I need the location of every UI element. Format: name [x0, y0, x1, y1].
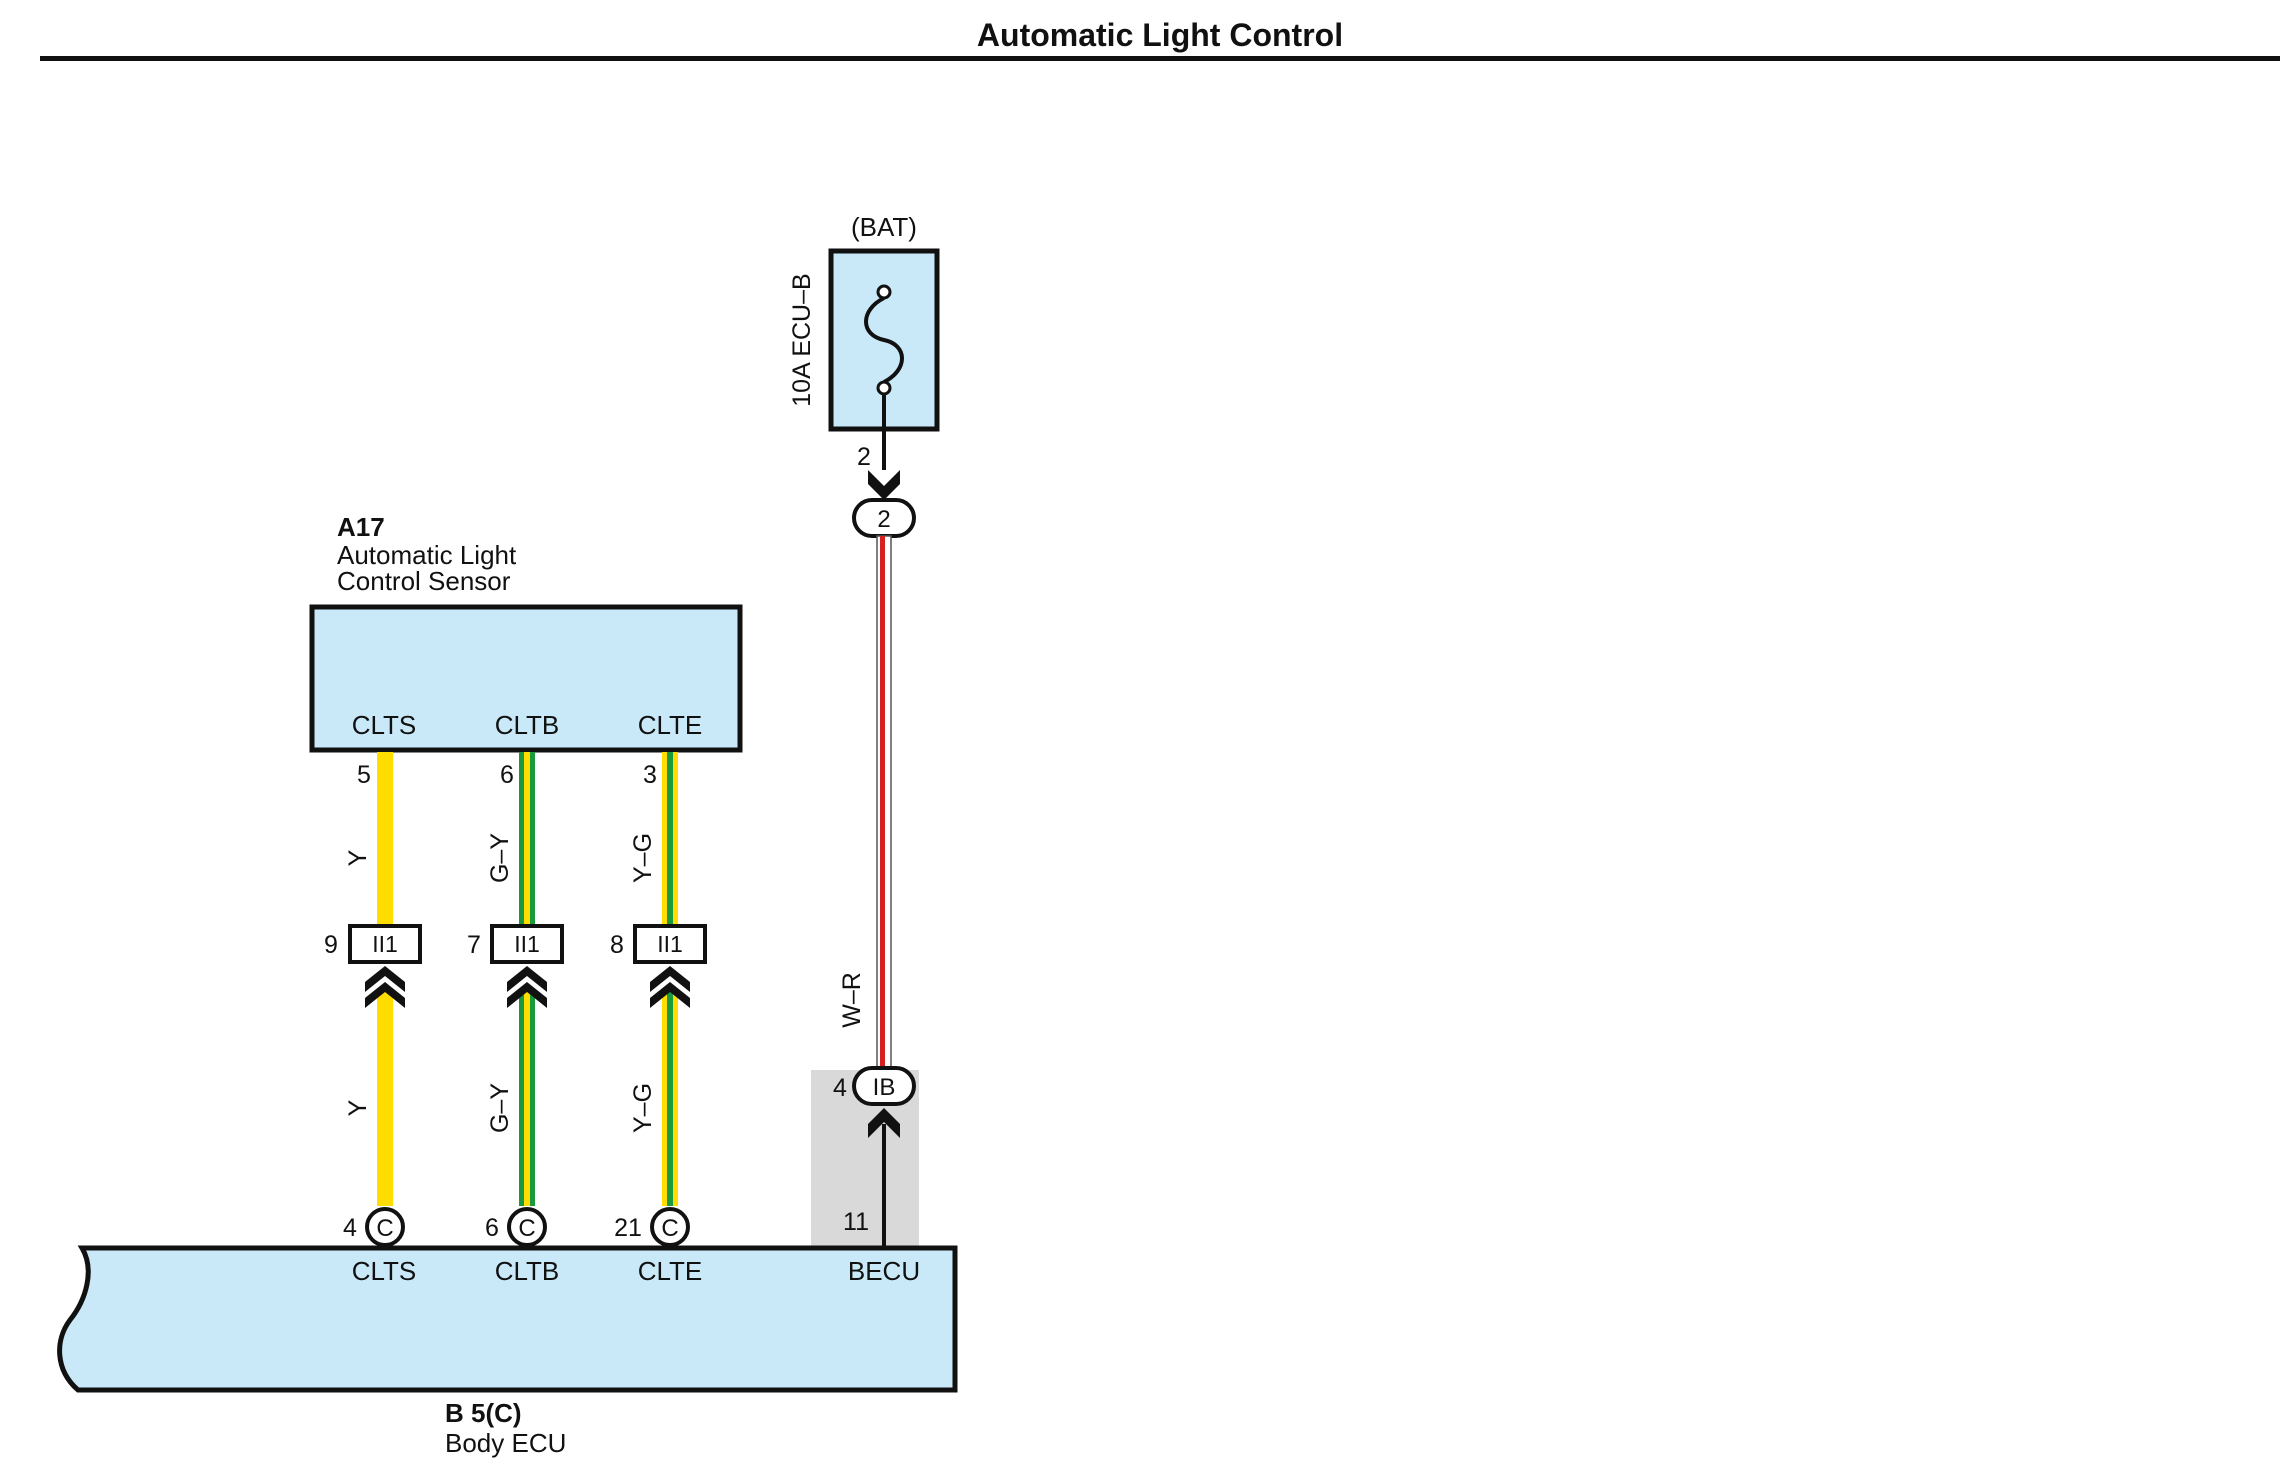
wire-clte-junction-label: II1	[657, 931, 683, 957]
ib-connector-pin: 4	[833, 1074, 847, 1102]
wire-clts-junction	[348, 924, 422, 964]
wire-clte-junction-pin: 8	[610, 931, 624, 959]
wire-clts-lower	[377, 990, 393, 1206]
wire-cltb-junction-pin: 7	[467, 931, 481, 959]
sensor-box	[309, 604, 743, 753]
wire-clte-chevron-icon	[650, 966, 690, 992]
ecu-conn-clte	[650, 1207, 690, 1247]
body-ecu-box	[57, 1245, 958, 1393]
wire-cltb-chevron2-icon	[507, 982, 547, 1008]
sensor-code: A17	[337, 512, 385, 542]
wire-cltb-junction-label: II1	[514, 931, 540, 957]
becu-pin: 11	[843, 1208, 869, 1236]
ecu-conn-cltb	[507, 1207, 547, 1247]
sensor-terminal-clts: CLTS	[352, 710, 417, 740]
ecu-conn-clts-pin: 4	[343, 1214, 357, 1242]
wire-clts-sensor-pin: 5	[357, 761, 371, 789]
connector-arrow-icon	[868, 470, 900, 500]
fuse-source-label: (BAT)	[851, 212, 917, 242]
fuse-element-icon	[864, 296, 904, 384]
wire-clts-color-upper: Y	[344, 849, 372, 866]
power-wire-tracer	[880, 536, 885, 1082]
ib-connector-label: IB	[873, 1074, 896, 1101]
wire-clte-color-lower: Y–G	[629, 1083, 657, 1133]
wire-clts-color-lower: Y	[344, 1099, 372, 1116]
wire-cltb-junction	[490, 924, 564, 964]
wire-cltb-color-lower: G–Y	[486, 1083, 514, 1133]
ib-arrow-icon	[868, 1108, 900, 1138]
ecu-conn-cltb-pin: 6	[485, 1214, 499, 1242]
wire-clts-junction-pin: 9	[324, 931, 338, 959]
wire-cltb-upper-tracer	[524, 752, 530, 926]
fuse-rating-label: 10A ECU–B	[788, 273, 816, 406]
ib-connector	[852, 1066, 916, 1106]
wire-clte-junction	[633, 924, 707, 964]
wire-cltb-lower-tracer	[524, 990, 530, 1206]
wire-cltb-color-upper: G–Y	[486, 833, 514, 883]
ecu-terminal-clte: CLTE	[638, 1256, 703, 1286]
sensor-terminal-cltb: CLTB	[495, 710, 560, 740]
sensor-terminal-clte: CLTE	[638, 710, 703, 740]
ecu-terminal-cltb: CLTB	[495, 1256, 560, 1286]
ecu-conn-clts	[365, 1207, 405, 1247]
ecu-code: B 5(C)	[445, 1398, 522, 1428]
wire-clte-upper-tracer	[667, 752, 673, 926]
wire-clts-chevron2-icon	[365, 982, 405, 1008]
power-wire-color-code: W–R	[838, 972, 866, 1028]
sensor-name-line1: Automatic Light	[337, 540, 517, 570]
fuse-terminal-bottom	[876, 380, 892, 396]
ecu-conn-cltb-label: C	[518, 1215, 535, 1242]
ecu-terminal-becu: BECU	[848, 1256, 920, 1286]
wire-clts-upper	[377, 752, 393, 926]
fuse-terminal-top	[876, 284, 892, 300]
wire-clts-junction-label: II1	[372, 931, 398, 957]
ecu-name: Body ECU	[445, 1428, 566, 1458]
wire-cltb-chevron-icon	[507, 966, 547, 992]
wire-clte-color-upper: Y–G	[629, 833, 657, 883]
wire-cltb-sensor-pin: 6	[500, 761, 514, 789]
ecu-conn-clte-label: C	[661, 1215, 678, 1242]
ecu-conn-clts-label: C	[376, 1215, 393, 1242]
wire-clte-lower-tracer	[667, 990, 673, 1206]
ecu-conn-clte-pin: 21	[614, 1214, 642, 1242]
diagram-title: Automatic Light Control	[977, 17, 1343, 53]
wire-clte-sensor-pin: 3	[643, 761, 657, 789]
power-top-connector-label: 2	[877, 506, 890, 533]
sensor-name-line2: Control Sensor	[337, 566, 511, 596]
ecu-terminal-clts: CLTS	[352, 1256, 417, 1286]
wire-clts-chevron-icon	[365, 966, 405, 992]
wire-clte-chevron2-icon	[650, 982, 690, 1008]
title-rule	[40, 56, 2280, 61]
fuse-out-pin: 2	[857, 443, 871, 471]
